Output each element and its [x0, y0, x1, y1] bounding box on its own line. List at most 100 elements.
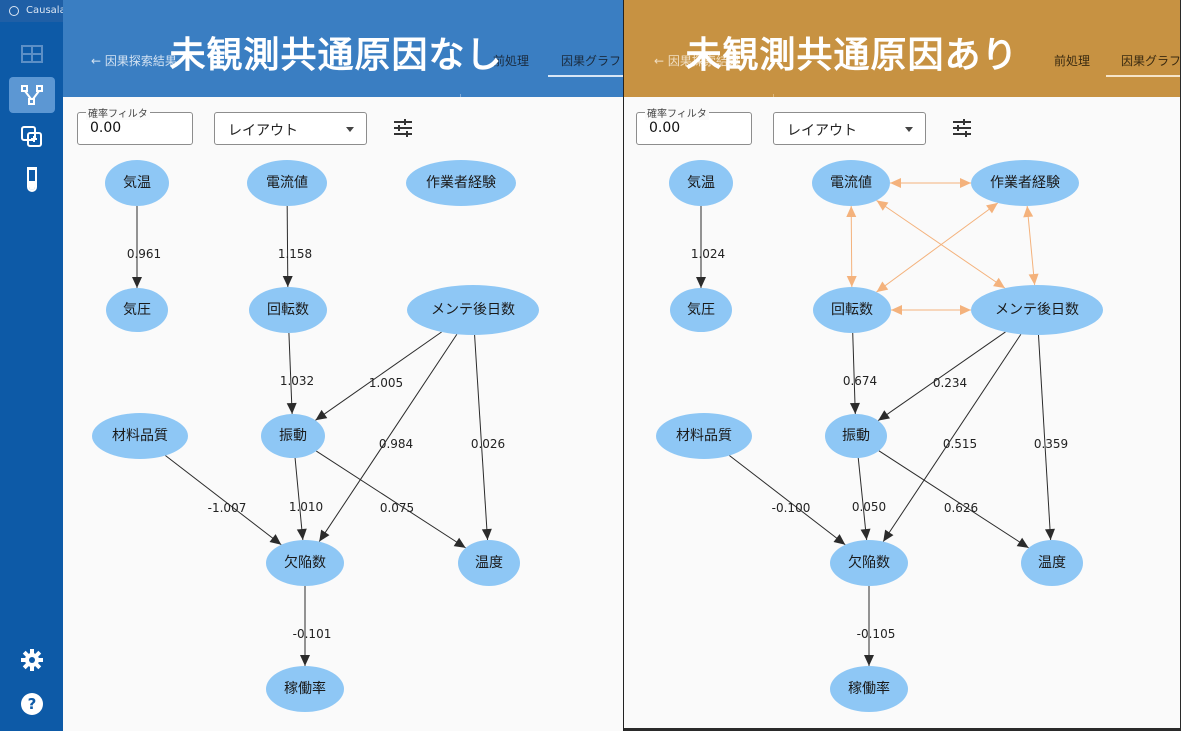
tab-preprocess[interactable]: 前処理	[493, 54, 530, 68]
graph-node-denryu[interactable]: 電流値	[812, 160, 890, 206]
graph-node-sagyo[interactable]: 作業者経験	[406, 160, 516, 206]
node-ellipse[interactable]	[830, 540, 908, 586]
edge-weight-label: 1.158	[278, 247, 312, 261]
graph-node-kiatsu[interactable]: 気圧	[670, 288, 732, 332]
node-ellipse[interactable]	[812, 160, 890, 206]
edge-weight-label: -0.100	[772, 501, 811, 515]
graph-node-kaiten[interactable]: 回転数	[249, 287, 327, 333]
node-ellipse[interactable]	[458, 540, 520, 586]
graph-node-kion[interactable]: 気温	[669, 160, 733, 206]
node-label: 稼働率	[284, 680, 326, 697]
edge-arrowhead	[319, 529, 330, 542]
graph-node-shindo[interactable]: 振動	[825, 414, 887, 458]
node-ellipse[interactable]	[266, 666, 344, 712]
graph-node-kiatsu[interactable]: 気圧	[106, 288, 168, 332]
edge-weight-label: -0.101	[293, 627, 332, 641]
edge-line	[286, 205, 289, 288]
node-ellipse[interactable]	[825, 414, 887, 458]
graph-node-kekkan[interactable]: 欠陥数	[830, 540, 908, 586]
node-label: 回転数	[831, 302, 873, 318]
node-ellipse[interactable]	[656, 413, 752, 459]
node-ellipse[interactable]	[407, 285, 539, 335]
sidebar-item-causal-graph[interactable]	[9, 77, 55, 113]
node-label: 作業者経験	[426, 175, 496, 191]
node-ellipse[interactable]	[261, 414, 325, 458]
graph-node-kado[interactable]: 稼働率	[830, 666, 908, 712]
graph-node-ondo[interactable]: 温度	[1021, 540, 1083, 586]
graph-node-kekkan[interactable]: 欠陥数	[266, 540, 344, 586]
layout-label: レイアウト	[787, 123, 857, 139]
node-ellipse[interactable]	[247, 160, 327, 206]
app-logo-icon	[9, 6, 19, 16]
edge-arrowhead	[269, 534, 282, 545]
edge-arrowhead	[696, 277, 706, 288]
edge-arrowhead	[300, 655, 310, 666]
graph-node-sagyo[interactable]: 作業者経験	[971, 160, 1079, 206]
graph-node-mente[interactable]: メンテ後日数	[971, 285, 1103, 335]
node-ellipse[interactable]	[106, 288, 168, 332]
bidirected-arrowhead	[993, 277, 1005, 289]
edge-arrowhead	[849, 402, 860, 415]
graph-node-kion[interactable]: 気温	[105, 160, 169, 206]
node-ellipse[interactable]	[406, 160, 516, 206]
node-ellipse[interactable]	[670, 288, 732, 332]
copy-layers-icon	[21, 126, 42, 147]
graph-node-kaiten[interactable]: 回転数	[813, 287, 891, 333]
sidebar-item-dashboard[interactable]	[9, 36, 55, 72]
edge-arrowhead	[296, 528, 307, 541]
edge-line	[288, 332, 293, 415]
graph-node-zairyo[interactable]: 材料品質	[656, 413, 752, 459]
layout-select[interactable]: レイアウト	[773, 112, 926, 145]
node-label: 稼働率	[848, 680, 890, 697]
node-label: 材料品質	[112, 428, 168, 444]
edge-line	[857, 457, 868, 541]
node-ellipse[interactable]	[813, 287, 891, 333]
node-ellipse[interactable]	[105, 160, 169, 206]
tab-active-indicator	[548, 75, 623, 77]
node-ellipse[interactable]	[830, 666, 908, 712]
graph-node-ondo[interactable]: 温度	[458, 540, 520, 586]
edge-weight-label: 1.010	[289, 500, 323, 514]
edge-arrowhead	[883, 529, 894, 542]
tab-active-indicator	[1106, 75, 1180, 77]
bidirected-arrowhead	[846, 275, 857, 288]
panel-with-latent: ← 因果探索結果 前処理 因果グラフ 未観測共通原因あり 確率フィルタ 0.00…	[624, 0, 1181, 731]
node-ellipse[interactable]	[249, 287, 327, 333]
back-link[interactable]: ← 因果探索結果	[654, 54, 740, 68]
sidebar-item-help[interactable]: ?	[9, 686, 55, 722]
graph-node-mente[interactable]: メンテ後日数	[407, 285, 539, 335]
graph-node-zairyo[interactable]: 材料品質	[92, 413, 188, 459]
sidebar-item-experiment[interactable]	[9, 162, 55, 198]
tab-preprocess[interactable]: 前処理	[1054, 54, 1091, 68]
node-ellipse[interactable]	[971, 160, 1079, 206]
edge-arrowhead	[1044, 528, 1055, 541]
node-ellipse[interactable]	[92, 413, 188, 459]
graph-node-denryu[interactable]: 電流値	[247, 160, 327, 206]
node-ellipse[interactable]	[266, 540, 344, 586]
graph-node-shindo[interactable]: 振動	[261, 414, 325, 458]
probability-filter-field[interactable]: 確率フィルタ 0.00	[77, 105, 193, 145]
tune-icon[interactable]	[952, 119, 972, 137]
bidirected-arrowhead	[1028, 273, 1039, 286]
back-link[interactable]: ← 因果探索結果	[91, 54, 177, 68]
sidebar-item-settings[interactable]	[9, 642, 55, 678]
help-icon: ?	[21, 693, 43, 715]
node-ellipse[interactable]	[1021, 540, 1083, 586]
tab-causal-graph[interactable]: 因果グラフ	[561, 54, 622, 68]
edge-line	[852, 332, 856, 415]
edge-weight-label: 0.026	[471, 437, 505, 451]
tab-causal-graph[interactable]: 因果グラフ	[1121, 54, 1181, 68]
layout-select[interactable]: レイアウト	[214, 112, 367, 145]
sidebar-item-compare[interactable]	[9, 119, 55, 155]
node-label: 気温	[687, 175, 715, 191]
tune-icon[interactable]	[393, 119, 413, 137]
bidirected-edge-line	[1026, 205, 1036, 286]
graph-node-kado[interactable]: 稼働率	[266, 666, 344, 712]
probability-filter-field[interactable]: 確率フィルタ 0.00	[636, 105, 752, 145]
sidebar: ?	[0, 22, 63, 731]
node-ellipse[interactable]	[971, 285, 1103, 335]
node-ellipse[interactable]	[669, 160, 733, 206]
